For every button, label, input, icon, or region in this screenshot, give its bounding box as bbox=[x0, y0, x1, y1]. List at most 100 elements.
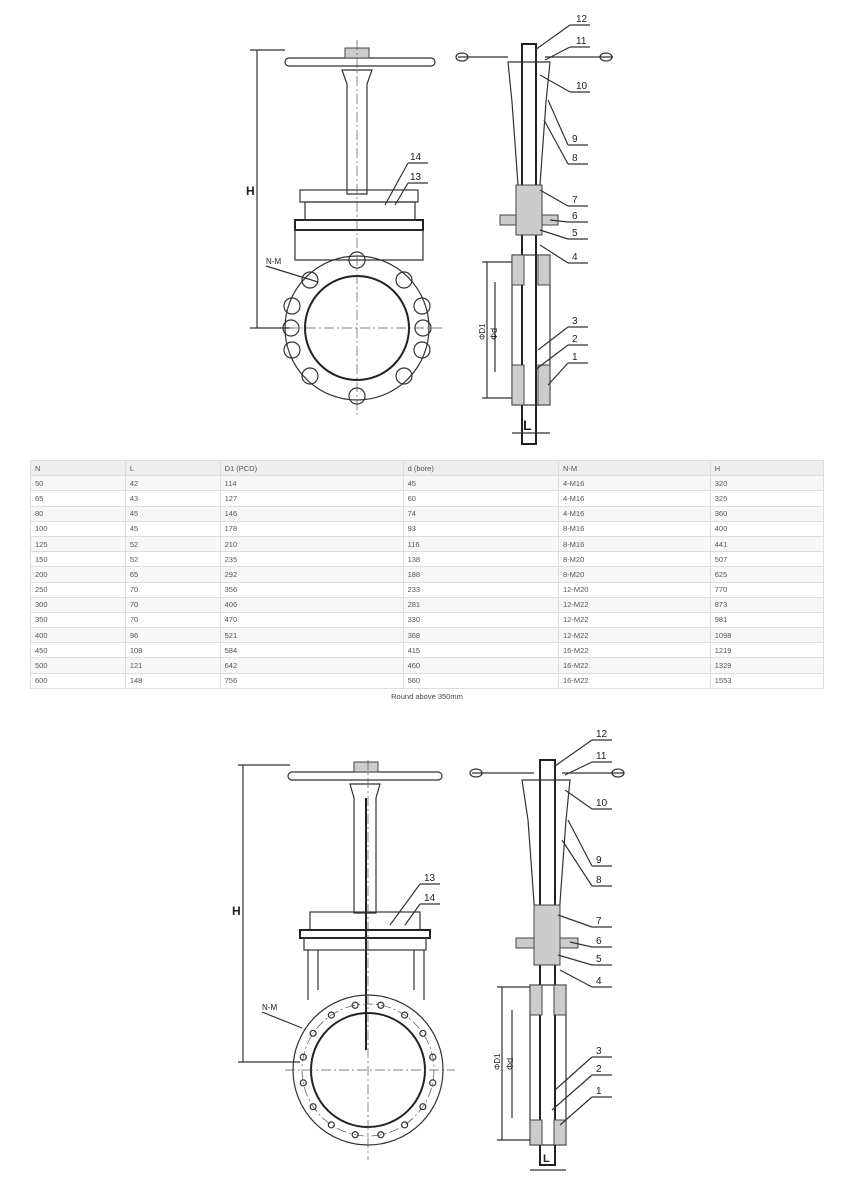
part-label-5: 5 bbox=[572, 228, 578, 239]
bolt-hole bbox=[419, 1029, 427, 1037]
table-cell: 70 bbox=[124, 611, 221, 629]
flange-bolt-holes bbox=[299, 1001, 437, 1139]
table-cell: 108 bbox=[124, 642, 221, 659]
bottom-front-view: H N-M 13 14 bbox=[232, 760, 455, 1160]
bolt-hole bbox=[429, 1053, 437, 1061]
table-cell: 250 bbox=[30, 581, 126, 598]
table-cell: 146 bbox=[219, 505, 404, 522]
part-label-3: 3 bbox=[572, 316, 578, 327]
table-cell: 42 bbox=[124, 475, 221, 492]
part-labels: 12 11 10 9 8 7 6 5 4 3 2 1 bbox=[596, 729, 608, 1097]
bolt-hole bbox=[377, 1001, 385, 1009]
table-cell: 116 bbox=[402, 535, 559, 553]
table-cell: 70 bbox=[124, 581, 221, 598]
part-label-1: 1 bbox=[572, 352, 578, 363]
table-cell: 360 bbox=[709, 505, 825, 522]
table-cell: 356 bbox=[219, 581, 404, 598]
bolt-hole bbox=[401, 1121, 409, 1129]
table-cell: 45 bbox=[124, 505, 221, 522]
table-cell: 625 bbox=[709, 566, 825, 583]
table-cell: 1329 bbox=[709, 657, 825, 674]
table-cell: 470 bbox=[219, 611, 404, 629]
table-cell: 93 bbox=[402, 520, 559, 537]
table-cell: 80 bbox=[30, 505, 126, 522]
table-cell: 45 bbox=[124, 520, 221, 537]
table-cell: 16-M22 bbox=[557, 672, 711, 689]
bolt-hole bbox=[327, 1011, 335, 1019]
table-cell: 70 bbox=[124, 596, 221, 613]
part-label-5: 5 bbox=[596, 954, 602, 965]
table-cell: 8-M16 bbox=[557, 535, 711, 553]
table-cell: 330 bbox=[402, 611, 559, 629]
part-label-11: 11 bbox=[596, 751, 607, 762]
table-cell: 12-M22 bbox=[557, 611, 711, 629]
bolt-hole bbox=[351, 1001, 359, 1009]
part-label-8: 8 bbox=[572, 153, 578, 164]
table-cell: 178 bbox=[219, 520, 404, 537]
bolt-hole bbox=[419, 1103, 427, 1111]
part-label-10: 10 bbox=[596, 798, 608, 809]
part-label-7: 7 bbox=[596, 916, 602, 927]
table-cell: 127 bbox=[219, 490, 404, 507]
part-label-2: 2 bbox=[596, 1064, 602, 1075]
part-label-6: 6 bbox=[596, 936, 602, 947]
table-caption: Round above 350mm bbox=[391, 692, 463, 701]
bolt-hole bbox=[401, 1011, 409, 1019]
table-cell: 125 bbox=[30, 535, 126, 553]
part-label-13: 13 bbox=[410, 172, 422, 183]
column-header: N-M bbox=[557, 459, 711, 477]
lug-holes bbox=[282, 251, 432, 405]
table-cell: 138 bbox=[402, 551, 559, 568]
part-label-12: 12 bbox=[576, 14, 588, 25]
part-label-14: 14 bbox=[410, 152, 422, 163]
table-cell: 756 bbox=[219, 672, 404, 689]
bolt-hole bbox=[309, 1103, 317, 1111]
table-cell: 642 bbox=[219, 657, 404, 674]
table-cell: 235 bbox=[219, 551, 404, 568]
part-label-4: 4 bbox=[572, 252, 578, 263]
bolt-hole bbox=[351, 1131, 359, 1139]
part-label-2: 2 bbox=[572, 334, 578, 345]
bottom-drawing: H N-M 13 14 ΦD1 Φd L 12 11 10 9 8 7 6 5 … bbox=[232, 729, 625, 1171]
part-label-9: 9 bbox=[596, 855, 602, 866]
bolt-hole bbox=[309, 1029, 317, 1037]
table-cell: 65 bbox=[30, 490, 126, 507]
part-labels: 12 11 10 9 8 7 6 5 4 3 2 1 bbox=[572, 14, 588, 363]
table-cell: 150 bbox=[30, 551, 126, 568]
table-cell: 441 bbox=[709, 535, 825, 553]
dim-h: H bbox=[232, 904, 241, 918]
table-cell: 584 bbox=[219, 642, 404, 659]
table-cell: 60 bbox=[402, 490, 559, 507]
table-cell: 368 bbox=[402, 627, 559, 644]
table-cell: 121 bbox=[124, 657, 221, 674]
table-cell: 4-M16 bbox=[557, 490, 711, 507]
dim-d1: ΦD1 bbox=[493, 1053, 502, 1070]
table-cell: 12-M22 bbox=[557, 596, 711, 613]
table-cell: 16-M22 bbox=[557, 657, 711, 674]
table-cell: 600 bbox=[30, 672, 126, 689]
table-cell: 4-M16 bbox=[557, 475, 711, 492]
table-cell: 50 bbox=[30, 475, 126, 492]
part-label-1: 1 bbox=[596, 1086, 602, 1097]
part-label-9: 9 bbox=[572, 134, 578, 145]
table-cell: 96 bbox=[124, 627, 221, 644]
bolt-hole bbox=[299, 1079, 307, 1087]
table-cell: 500 bbox=[30, 657, 126, 674]
table-cell: 1098 bbox=[709, 627, 825, 644]
table-cell: 460 bbox=[402, 657, 559, 674]
table-cell: 281 bbox=[402, 596, 559, 613]
table-cell: 873 bbox=[709, 596, 825, 613]
column-header: H bbox=[709, 459, 825, 477]
table-cell: 43 bbox=[124, 490, 221, 507]
dim-nm: N-M bbox=[262, 1003, 277, 1012]
table-cell: 1553 bbox=[709, 672, 825, 689]
table-cell: 4-M16 bbox=[557, 505, 711, 522]
